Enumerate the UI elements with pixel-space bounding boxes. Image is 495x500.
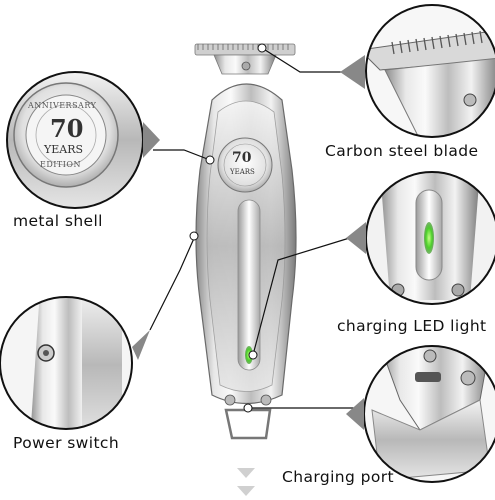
detail-led [346,171,495,305]
emblem-bottom-arc: EDITION [40,160,81,169]
emblem-number: 70 [232,150,252,166]
label-carbon-steel-blade: Carbon steel blade [325,142,479,160]
callout-dot [243,403,253,413]
callout-dot [205,155,215,165]
detail-power-switch [0,296,150,430]
label-charging-port: Charging port [282,468,394,486]
label-metal-shell: metal shell [13,212,103,230]
label-power-switch: Power switch [13,434,120,452]
callout-dot [257,43,267,53]
down-arrow-icon [237,468,255,496]
emblem-years-large: YEARS [44,143,84,156]
emblem-years: YEARS [230,168,255,176]
detail-blade [340,4,495,138]
detail-emblem [6,71,160,209]
trimmer-body [194,43,297,440]
detail-charging-port [346,345,495,483]
label-charging-led-light: charging LED light [337,317,487,335]
emblem-number-large: 70 [50,114,84,143]
callout-dot [248,350,258,360]
callout-dot [189,231,199,241]
emblem-top-arc: ANNIVERSARY [28,101,97,110]
callout-lines [149,47,365,409]
